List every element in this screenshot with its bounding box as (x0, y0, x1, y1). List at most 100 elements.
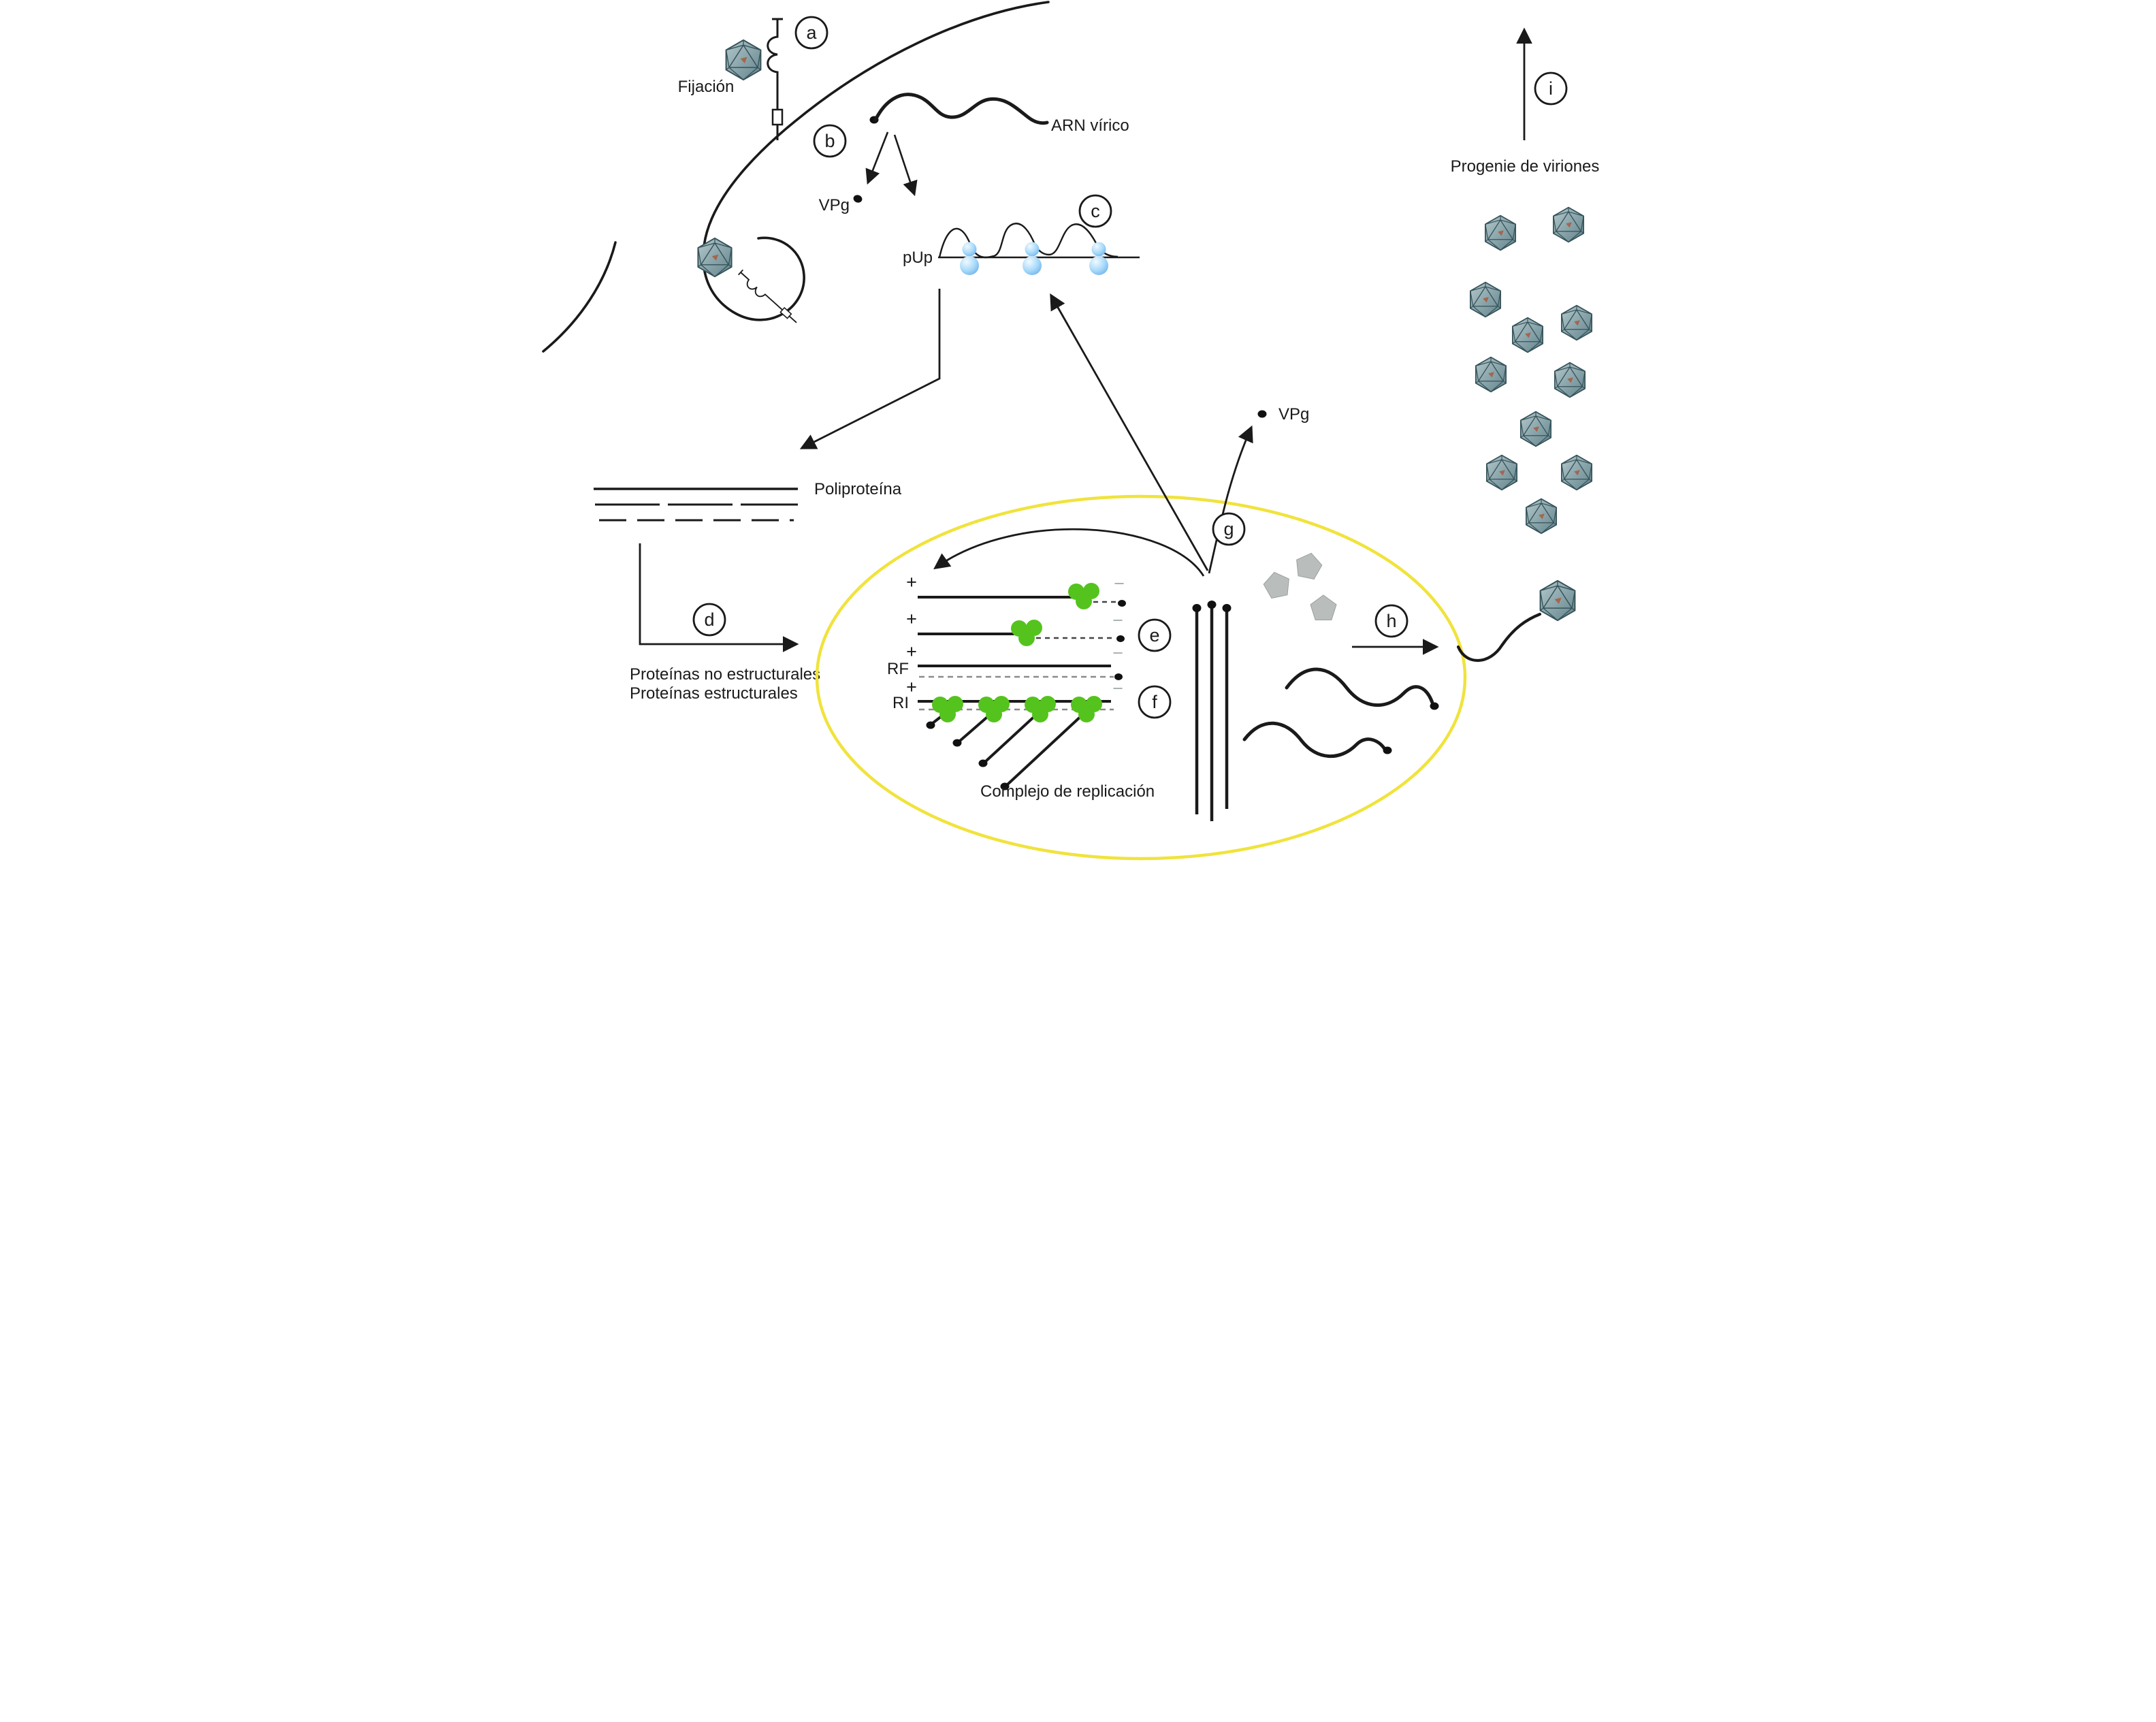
progeny-rna-strands (1242, 667, 1438, 759)
membrane-lower-arc (541, 241, 617, 353)
virion-icon (1511, 317, 1543, 353)
capsid-pentamer-icon (1292, 549, 1324, 581)
virion-icon (1560, 454, 1592, 491)
polyprotein-group: Poliproteína (593, 480, 902, 522)
packaging-group (1351, 579, 1575, 663)
minus-strand-sign: − (1114, 573, 1125, 594)
step-c-marker: c (1078, 194, 1112, 228)
minus-strand-sign: − (1112, 610, 1123, 631)
replicase-protein-icon (978, 696, 1010, 722)
replication-complex-group: Complejo de replicación (980, 601, 1231, 821)
rf-label: RF (887, 660, 909, 678)
mrna-loops (938, 223, 1118, 259)
minus-strand-sign: − (1112, 643, 1123, 663)
replication-strands: + − + − RF + − RI + − (887, 572, 1126, 791)
picornavirus-replication-figure: Fijación ARN vírico VPg pUp Poliproteína… (538, 0, 1618, 861)
vpg-entry-label: VPg (818, 196, 849, 214)
ribosome-icon (1089, 242, 1108, 275)
step-g-label: g (1223, 519, 1234, 539)
step-circle (1138, 685, 1171, 719)
vpg-entry-dot (853, 195, 862, 203)
viral-rna-group: ARN vírico VPg (818, 93, 1129, 214)
vpg-dot (1114, 673, 1123, 680)
attachment-group: Fijación (677, 18, 784, 142)
step-a-label: a (806, 22, 817, 43)
figure-canvas: Fijación ARN vírico VPg pUp Poliproteína… (541, 1, 1599, 861)
progeny-label: Progenie de viriones (1450, 157, 1599, 176)
polyprotein-label: Poliproteína (814, 480, 902, 498)
translation-complex: pUp (902, 223, 1140, 275)
vpg-dot (926, 721, 935, 729)
step-i-marker: i (1534, 71, 1567, 106)
step-circle (1534, 71, 1567, 106)
vpg-dot (1192, 604, 1201, 612)
step-circle (1374, 604, 1408, 638)
step-circle (692, 603, 726, 637)
recycling-arrows: VPg (933, 293, 1309, 577)
vpg-release-dot (1257, 410, 1266, 418)
virion-icon (1475, 356, 1507, 393)
vpg-dot (1430, 702, 1438, 710)
vpg-dot (1117, 600, 1126, 607)
step-e-label: e (1149, 625, 1159, 645)
plus-strand-sign: + (906, 677, 917, 697)
virion-icon (1485, 454, 1517, 491)
plus-strand-sign: + (906, 641, 917, 662)
pup-label: pUp (902, 249, 932, 267)
virion-icon (1469, 281, 1501, 318)
step-i-label: i (1549, 78, 1553, 99)
cell-membrane (541, 1, 1050, 353)
entry-group (696, 237, 799, 328)
minus-strand-sign: − (1112, 678, 1123, 699)
step-circle (1138, 618, 1171, 652)
virion-icon (1525, 498, 1557, 535)
vpg-dot (1116, 635, 1125, 642)
step-e-marker: e (1138, 618, 1171, 652)
step-f-marker: f (1138, 685, 1171, 719)
step-circle (794, 16, 828, 50)
replicase-protein-icon (1010, 620, 1042, 646)
virion-icon (1560, 304, 1592, 341)
vpg-dot (978, 759, 987, 767)
replicase-protein-icon (1067, 583, 1099, 609)
arrow-to-translation (893, 134, 918, 197)
plus-strand-sign: + (906, 609, 917, 629)
step-g-marker: g (1212, 512, 1245, 546)
packaging-virion-icon (1539, 579, 1575, 622)
membrane-invagination (701, 1, 1050, 321)
step-h-marker: h (1374, 604, 1408, 638)
arrow-rna-to-replication (933, 528, 1204, 577)
step-a-marker: a (794, 16, 828, 50)
virion-icon (1552, 206, 1584, 243)
capsid-pentamer-icon (1261, 569, 1293, 600)
vpg-dot (1222, 604, 1231, 612)
replication-vesicle (815, 494, 1466, 861)
vpg-dot (1000, 782, 1009, 791)
capsid-pentamer-icon (1310, 594, 1336, 620)
capsid-pentamers (1261, 549, 1336, 620)
step-b-marker: b (813, 124, 846, 158)
step-circle (1078, 194, 1112, 228)
virion-icon (1519, 411, 1551, 447)
rna-strand (1242, 721, 1386, 759)
plus-strand-sign: + (906, 572, 917, 592)
viral-rna-strand (873, 93, 1048, 125)
vpg-dot (952, 739, 961, 747)
ribosome-icon (959, 242, 979, 275)
arrow-to-polyprotein (799, 289, 940, 449)
arrow-vpg-release (1208, 425, 1253, 574)
cell-receptor-icon (766, 18, 784, 142)
virion-icon (1554, 362, 1586, 398)
step-f-label: f (1152, 692, 1157, 712)
arrow-processing (639, 543, 799, 652)
attaching-virion-icon (725, 39, 761, 81)
step-c-label: c (1091, 201, 1100, 221)
protein-products: Proteínas no estructurales Proteínas est… (630, 665, 820, 703)
replicase-protein-icon (1070, 696, 1102, 722)
replication-complex-label: Complejo de replicación (980, 782, 1155, 801)
ri-label: RI (892, 694, 909, 712)
attachment-label: Fijación (677, 78, 734, 96)
arrow-rna-to-translation (1049, 293, 1208, 571)
rna-strand (1285, 667, 1434, 707)
vpg-release-label: VPg (1278, 405, 1309, 424)
